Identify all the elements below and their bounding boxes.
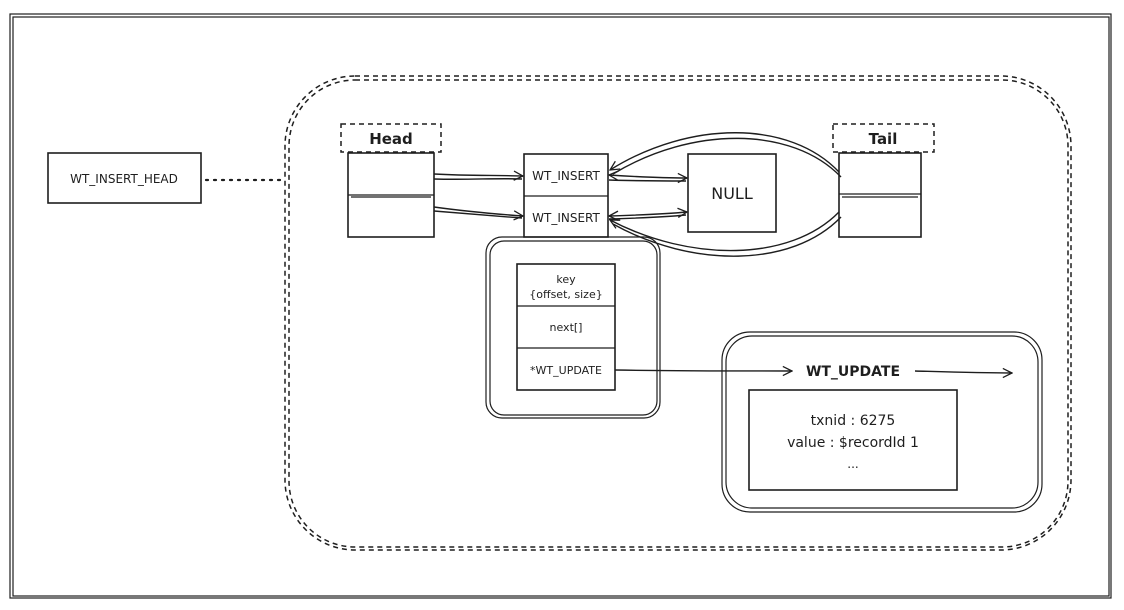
struct-next-label: next[]	[550, 321, 583, 334]
update-txnid: txnid : 6275	[811, 413, 896, 429]
struct-key-label: key	[556, 273, 576, 286]
tail-to-insert-arrows	[610, 132, 842, 257]
insert-node-stack: WT_INSERT WT_INSERT	[523, 153, 609, 238]
null-node: NULL	[687, 153, 777, 233]
update-next-arrow	[914, 371, 1012, 373]
head-to-insert-arrows	[433, 174, 523, 218]
update-value: value : $recordId 1	[787, 435, 919, 451]
update-ellipsis: ...	[847, 457, 858, 471]
insert-head-box: WT_INSERT_HEAD	[47, 152, 202, 204]
skiplist-container	[284, 75, 1072, 551]
update-group: WT_UPDATE txnid : 6275 value : $recordId…	[721, 331, 1043, 513]
struct-update-ptr-label: *WT_UPDATE	[530, 364, 602, 377]
insert-head-label: WT_INSERT_HEAD	[70, 172, 178, 186]
null-label: NULL	[711, 184, 753, 203]
insert-node-2-label: WT_INSERT	[532, 211, 600, 225]
outer-frame	[9, 13, 1112, 599]
tail-label: Tail	[869, 130, 898, 148]
insert-struct-group: key {offset, size} next[] *WT_UPDATE	[485, 236, 661, 419]
head-node: Head	[340, 123, 442, 238]
update-pointer-arrow	[614, 370, 792, 371]
update-title: WT_UPDATE	[806, 364, 900, 380]
head-label: Head	[369, 130, 413, 148]
tail-node: Tail	[832, 123, 935, 238]
insert-node-1-label: WT_INSERT	[532, 169, 600, 183]
insert-to-null-arrows	[609, 175, 687, 219]
struct-key-offset-label: {offset, size}	[529, 288, 602, 301]
